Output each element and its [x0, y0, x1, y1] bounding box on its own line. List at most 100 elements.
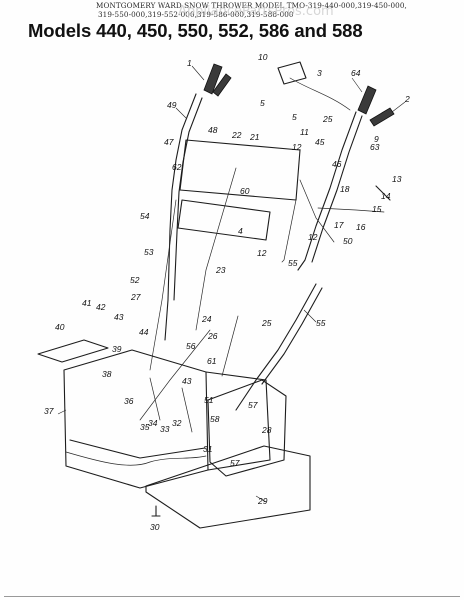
part-callout-51: 51 — [204, 395, 214, 405]
control-rod-23 — [195, 167, 237, 331]
part-callout-43: 43 — [182, 376, 192, 386]
part-callout-21: 21 — [249, 132, 260, 142]
part-callout-44: 44 — [139, 327, 149, 337]
diagram-title: Models 440, 450, 550, 552, 586 and 588 — [28, 20, 363, 41]
part-callout-40: 40 — [55, 322, 65, 332]
part-callout-52: 52 — [130, 275, 140, 285]
part-callout-55: 55 — [316, 318, 326, 328]
lower-handle-right — [235, 283, 317, 411]
handle-left-inner — [173, 97, 203, 301]
bolt-30 — [151, 505, 161, 517]
control-cable — [289, 77, 351, 111]
part-callout-42: 42 — [96, 302, 106, 312]
part-callout-32: 32 — [172, 418, 182, 428]
grip-left-lever — [212, 73, 232, 97]
part-callout-4: 4 — [238, 226, 243, 236]
part-callout-47: 47 — [164, 137, 174, 147]
handle-right — [297, 111, 357, 271]
part-callout-60: 60 — [240, 186, 250, 196]
part-callout-18: 18 — [340, 184, 350, 194]
shift-rod-15 — [317, 207, 385, 213]
part-callout-17: 17 — [334, 220, 344, 230]
spring-14 — [375, 185, 391, 201]
part-callout-62: 62 — [172, 162, 182, 172]
control-rod-54 — [149, 199, 177, 371]
drive-bracket — [207, 379, 287, 477]
part-callout-11: 11 — [300, 127, 309, 137]
grip-right — [357, 85, 377, 115]
part-callout-9: 9 — [374, 134, 379, 144]
skid-plate — [145, 445, 311, 529]
part-callout-24: 24 — [201, 314, 212, 324]
handle-right-inner — [311, 115, 363, 263]
part-callout-10: 10 — [258, 52, 268, 62]
leader-37 — [57, 409, 67, 415]
part-callout-29: 29 — [257, 496, 268, 506]
part-callout-33: 33 — [160, 424, 170, 434]
spring-center-b — [181, 387, 193, 433]
part-callout-3: 3 — [317, 68, 322, 78]
part-callout-38: 38 — [102, 369, 112, 379]
part-callout-37: 37 — [44, 406, 54, 416]
part-callout-30: 30 — [150, 522, 160, 532]
part-callout-61: 61 — [207, 356, 217, 366]
scan-edge-line — [4, 596, 460, 597]
shift-lever — [299, 179, 335, 243]
leader-55 — [303, 309, 317, 323]
part-callout-35: 35 — [140, 422, 150, 432]
part-callout-39: 39 — [112, 344, 122, 354]
leader-2 — [391, 101, 406, 113]
header-line-1: MONTGOMERY WARD SNOW THROWER MODEL TMO-3… — [96, 1, 407, 10]
housing-seam — [65, 451, 207, 466]
watermark: AppliancePartsPros.com — [178, 4, 334, 19]
part-callout-12: 12 — [292, 142, 302, 152]
part-callout-57: 57 — [230, 458, 240, 468]
part-callout-45: 45 — [315, 137, 325, 147]
chute-crank — [281, 199, 297, 263]
part-callout-53: 53 — [144, 247, 154, 257]
part-callout-5: 5 — [260, 98, 265, 108]
part-callout-2: 2 — [404, 94, 410, 104]
part-callout-12: 12 — [308, 232, 318, 242]
grip-left — [203, 63, 223, 95]
part-callout-16: 16 — [356, 222, 366, 232]
part-callout-28: 28 — [261, 425, 272, 435]
frame-housing — [63, 349, 209, 489]
part-callout-1: 1 — [187, 58, 192, 68]
part-callout-41: 41 — [82, 298, 92, 308]
part-callout-25: 25 — [322, 114, 333, 124]
left-plate — [37, 339, 109, 363]
part-callout-13: 13 — [392, 174, 402, 184]
part-callout-14: 14 — [381, 191, 391, 201]
part-callout-5: 5 — [292, 112, 297, 122]
part-callout-55: 55 — [288, 258, 298, 268]
part-callout-58: 58 — [210, 414, 220, 424]
part-callout-36: 36 — [124, 396, 134, 406]
part-callout-48: 48 — [208, 125, 218, 135]
housing-bottom — [69, 439, 206, 459]
cable-25 — [221, 315, 239, 377]
part-callout-23: 23 — [215, 265, 226, 275]
part-callout-64: 64 — [351, 68, 361, 78]
header-line-2: 319-550-000,319-552-000,319-586-000,319-… — [98, 10, 294, 19]
part-callout-49: 49 — [167, 100, 177, 110]
part-callout-46: 46 — [332, 159, 342, 169]
leader-49 — [175, 107, 187, 119]
part-callout-54: 54 — [140, 211, 150, 221]
spring-center-a — [149, 377, 161, 421]
part-callout-63: 63 — [370, 142, 380, 152]
part-callout-15: 15 — [372, 204, 382, 214]
part-callout-34: 34 — [148, 418, 158, 428]
part-callout-27: 27 — [130, 292, 141, 302]
rod-24 — [139, 329, 211, 421]
leader-1 — [191, 65, 205, 81]
part-callout-31: 31 — [203, 444, 213, 454]
part-callout-43: 43 — [114, 312, 124, 322]
grip-right-lever — [369, 107, 395, 127]
part-callout-12: 12 — [257, 248, 267, 258]
leader-29 — [255, 495, 267, 503]
part-callout-25: 25 — [261, 318, 272, 328]
